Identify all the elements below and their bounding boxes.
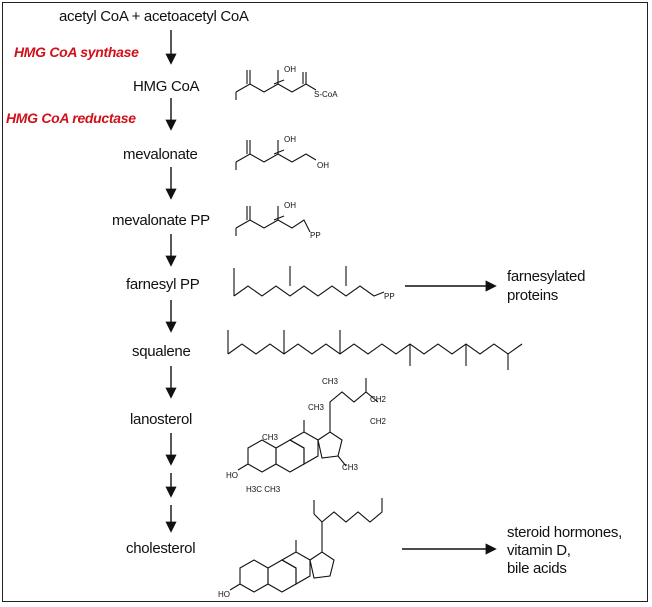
lano-ch2a: CH2 <box>370 395 387 404</box>
products-line1: steroid hormones, <box>507 524 622 541</box>
mevalonate-label: mevalonate <box>123 146 198 163</box>
products-line3: bile acids <box>507 560 567 577</box>
cholesterol-structure <box>229 498 383 593</box>
lano-ch3-ring: CH3 <box>262 433 279 442</box>
cholesterol-label: cholesterol <box>126 540 196 557</box>
mev-oh2-text: OH <box>317 161 329 170</box>
diagram-frame <box>2 2 648 602</box>
mevalonate-pp-structure <box>235 206 311 236</box>
chol-ho: HO <box>218 590 230 599</box>
mev-oh1-text: OH <box>284 135 296 144</box>
hmg-oh-text: OH <box>284 65 296 74</box>
mevalonate-structure <box>235 140 317 170</box>
hmg-scoa-text: S-CoA <box>314 90 338 99</box>
fpp-pp-text: PP <box>384 292 395 301</box>
lano-gem: H3C CH3 <box>246 485 281 494</box>
mevpp-oh-text: OH <box>284 201 296 210</box>
hmg-coa-structure <box>235 70 317 100</box>
lano-ch3-side: CH3 <box>308 403 325 412</box>
lano-ch3-d: CH3 <box>342 463 359 472</box>
start-substrates-label: acetyl CoA + acetoacetyl CoA <box>59 8 249 25</box>
products-line2: vitamin D, <box>507 542 571 559</box>
pathway-arrows <box>165 30 497 555</box>
farnesylated-proteins-line1: farnesylated <box>507 268 586 285</box>
lanosterol-label: lanosterol <box>130 411 193 428</box>
farnesyl-pp-structure <box>233 266 385 297</box>
mevalonate-pp-label: mevalonate PP <box>112 212 210 229</box>
lano-ch3-top: CH3 <box>322 377 339 386</box>
mevpp-pp-text: PP <box>310 231 321 240</box>
lano-ch2b: CH2 <box>370 417 387 426</box>
squalene-label: squalene <box>132 343 191 360</box>
hmg-coa-label: HMG CoA <box>133 78 200 95</box>
squalene-structure <box>227 330 523 370</box>
lanosterol-structure <box>237 378 379 473</box>
farnesylated-proteins-line2: proteins <box>507 287 558 304</box>
farnesyl-pp-label: farnesyl PP <box>126 276 200 293</box>
lano-ho: HO <box>226 471 238 480</box>
enzyme-hmg-coa-reductase: HMG CoA reductase <box>6 110 136 126</box>
enzyme-hmg-coa-synthase: HMG CoA synthase <box>14 44 139 60</box>
